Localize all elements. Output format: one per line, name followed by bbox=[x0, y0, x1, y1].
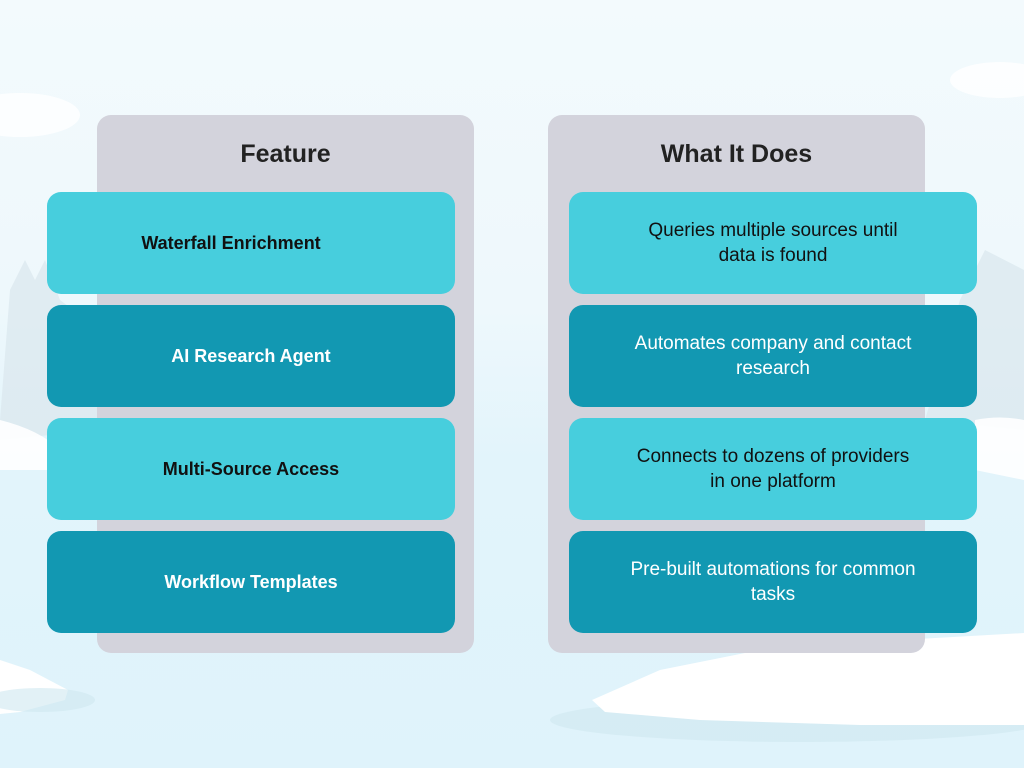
description-card: Connects to dozens of providers in one p… bbox=[569, 418, 977, 520]
description-text: Pre-built automations for common tasks bbox=[630, 559, 916, 605]
feature-label: Workflow Templates bbox=[164, 571, 338, 592]
feature-column-header: Feature bbox=[240, 140, 331, 168]
ice-floe-left bbox=[0, 660, 68, 714]
cloud-right bbox=[950, 62, 1024, 98]
description-card: Automates company and contact research bbox=[569, 305, 977, 407]
ice-shadow-right bbox=[550, 698, 1024, 742]
feature-label: Waterfall Enrichment bbox=[141, 232, 321, 253]
feature-card: Waterfall Enrichment bbox=[47, 192, 455, 294]
description-card: Pre-built automations for common tasks bbox=[569, 531, 977, 633]
description-text: Automates company and contact research bbox=[634, 333, 912, 379]
feature-label: AI Research Agent bbox=[171, 345, 331, 366]
snow-bank-right bbox=[975, 417, 1024, 480]
description-column-header: What It Does bbox=[660, 140, 813, 168]
feature-card: Workflow Templates bbox=[47, 531, 455, 633]
description-text: Queries multiple sources until data is f… bbox=[648, 220, 898, 266]
description-text: Connects to dozens of providers in one p… bbox=[636, 446, 910, 492]
feature-card: Multi-Source Access bbox=[47, 418, 455, 520]
feature-label: Multi-Source Access bbox=[162, 458, 340, 479]
feature-card: AI Research Agent bbox=[47, 305, 455, 407]
cloud-left bbox=[0, 93, 80, 137]
ice-shadow-left bbox=[0, 688, 95, 712]
description-card: Queries multiple sources until data is f… bbox=[569, 192, 977, 294]
